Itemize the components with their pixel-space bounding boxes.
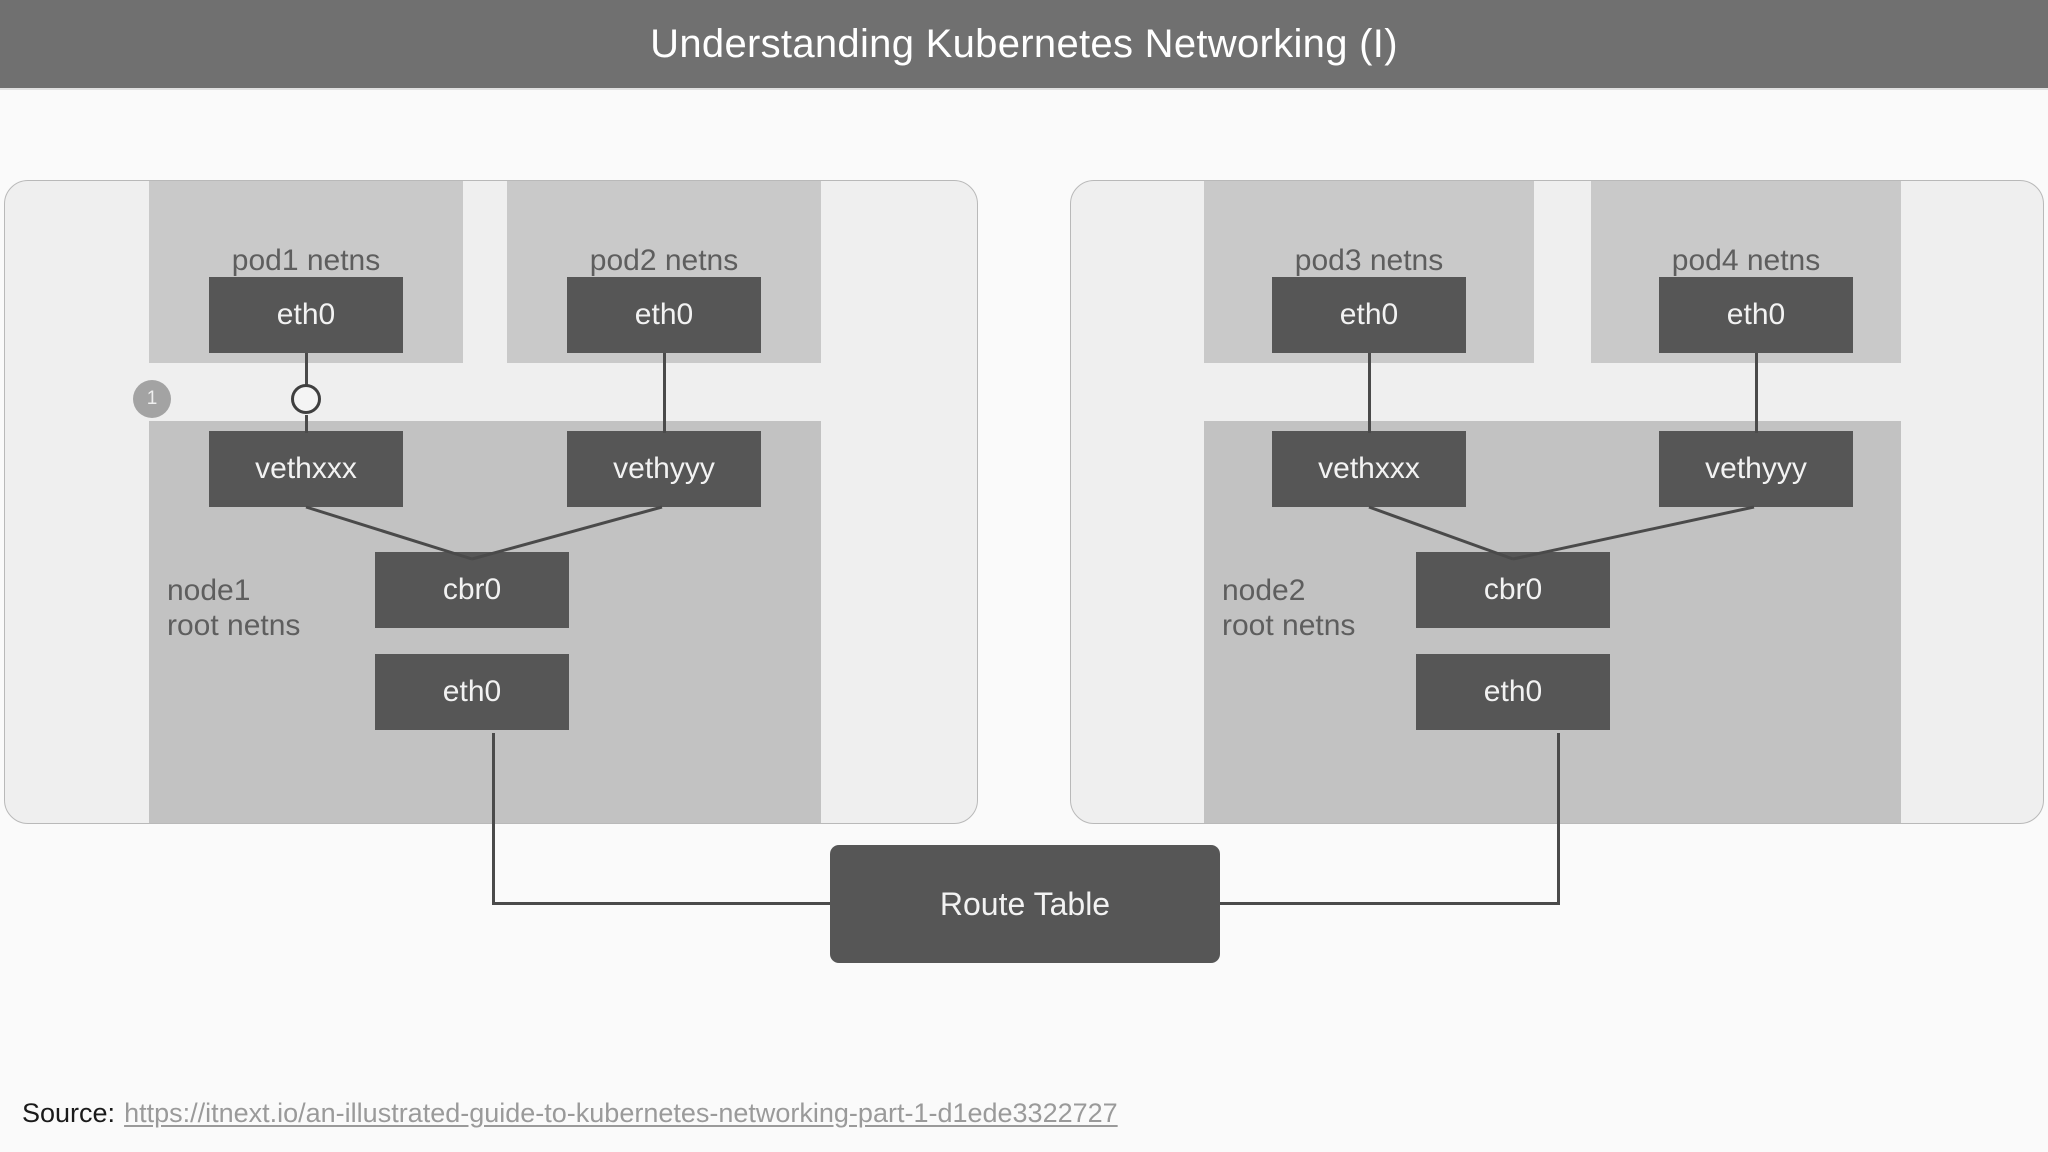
link-node1-eth0-down [492,733,495,905]
source-footer: Source: https://itnext.io/an-illustrated… [22,1098,1118,1129]
node2-root-netns-label: node2 root netns [1222,573,1355,644]
node1-host-eth0-box: eth0 [375,654,569,730]
pod1-eth0-box: eth0 [209,277,403,353]
pod4-netns-label: pod4 netns [1671,244,1821,277]
page-title: Understanding Kubernetes Networking (I) [650,21,1398,66]
node1-root-netns-label: node1 root netns [167,573,300,644]
link-node1-to-route-table [492,902,832,905]
link-pod2-eth0-to-vethyyy [663,353,666,433]
pod2-eth0-box: eth0 [567,277,761,353]
node2-vethyyy-box: vethyyy [1659,431,1853,507]
node2-host-eth0-box: eth0 [1416,654,1610,730]
pod2-netns-label: pod2 netns [589,244,739,277]
node1-cbr0-box: cbr0 [375,552,569,628]
source-label: Source: [22,1098,116,1128]
link-node2-to-route-table [1218,902,1560,905]
link-node2-eth0-down [1557,733,1560,905]
node1-vethxxx-box: vethxxx [209,431,403,507]
link-pod1-eth0-to-circle [305,353,308,387]
link-circle-to-vethxxx [305,415,308,433]
node1-root-netns-text: node1 root netns [167,574,301,643]
pod1-netns-label: pod1 netns [231,244,381,277]
node2-vethxxx-box: vethxxx [1272,431,1466,507]
node2-root-netns-text: node2 root netns [1222,574,1356,643]
route-table-box: Route Table [830,845,1220,963]
link-pod4-eth0-to-vethyyy [1755,353,1758,433]
node-card-node2: pod3 netns eth0 pod4 netns eth0 node2 ro… [1070,180,2044,824]
source-url-link[interactable]: https://itnext.io/an-illustrated-guide-t… [124,1098,1118,1128]
pod4-eth0-box: eth0 [1659,277,1853,353]
slide-header: Understanding Kubernetes Networking (I) [0,0,2048,90]
veth-pair-circle-icon [291,384,321,414]
step-badge-1: 1 [133,380,171,418]
link-pod3-eth0-to-vethxxx [1368,353,1371,433]
node2-cbr0-box: cbr0 [1416,552,1610,628]
node-card-node1: pod1 netns eth0 pod2 netns eth0 node1 ro… [4,180,978,824]
node1-vethyyy-box: vethyyy [567,431,761,507]
diagram-canvas: pod1 netns eth0 pod2 netns eth0 node1 ro… [0,90,2048,1152]
pod3-netns-label: pod3 netns [1294,244,1444,277]
pod3-eth0-box: eth0 [1272,277,1466,353]
